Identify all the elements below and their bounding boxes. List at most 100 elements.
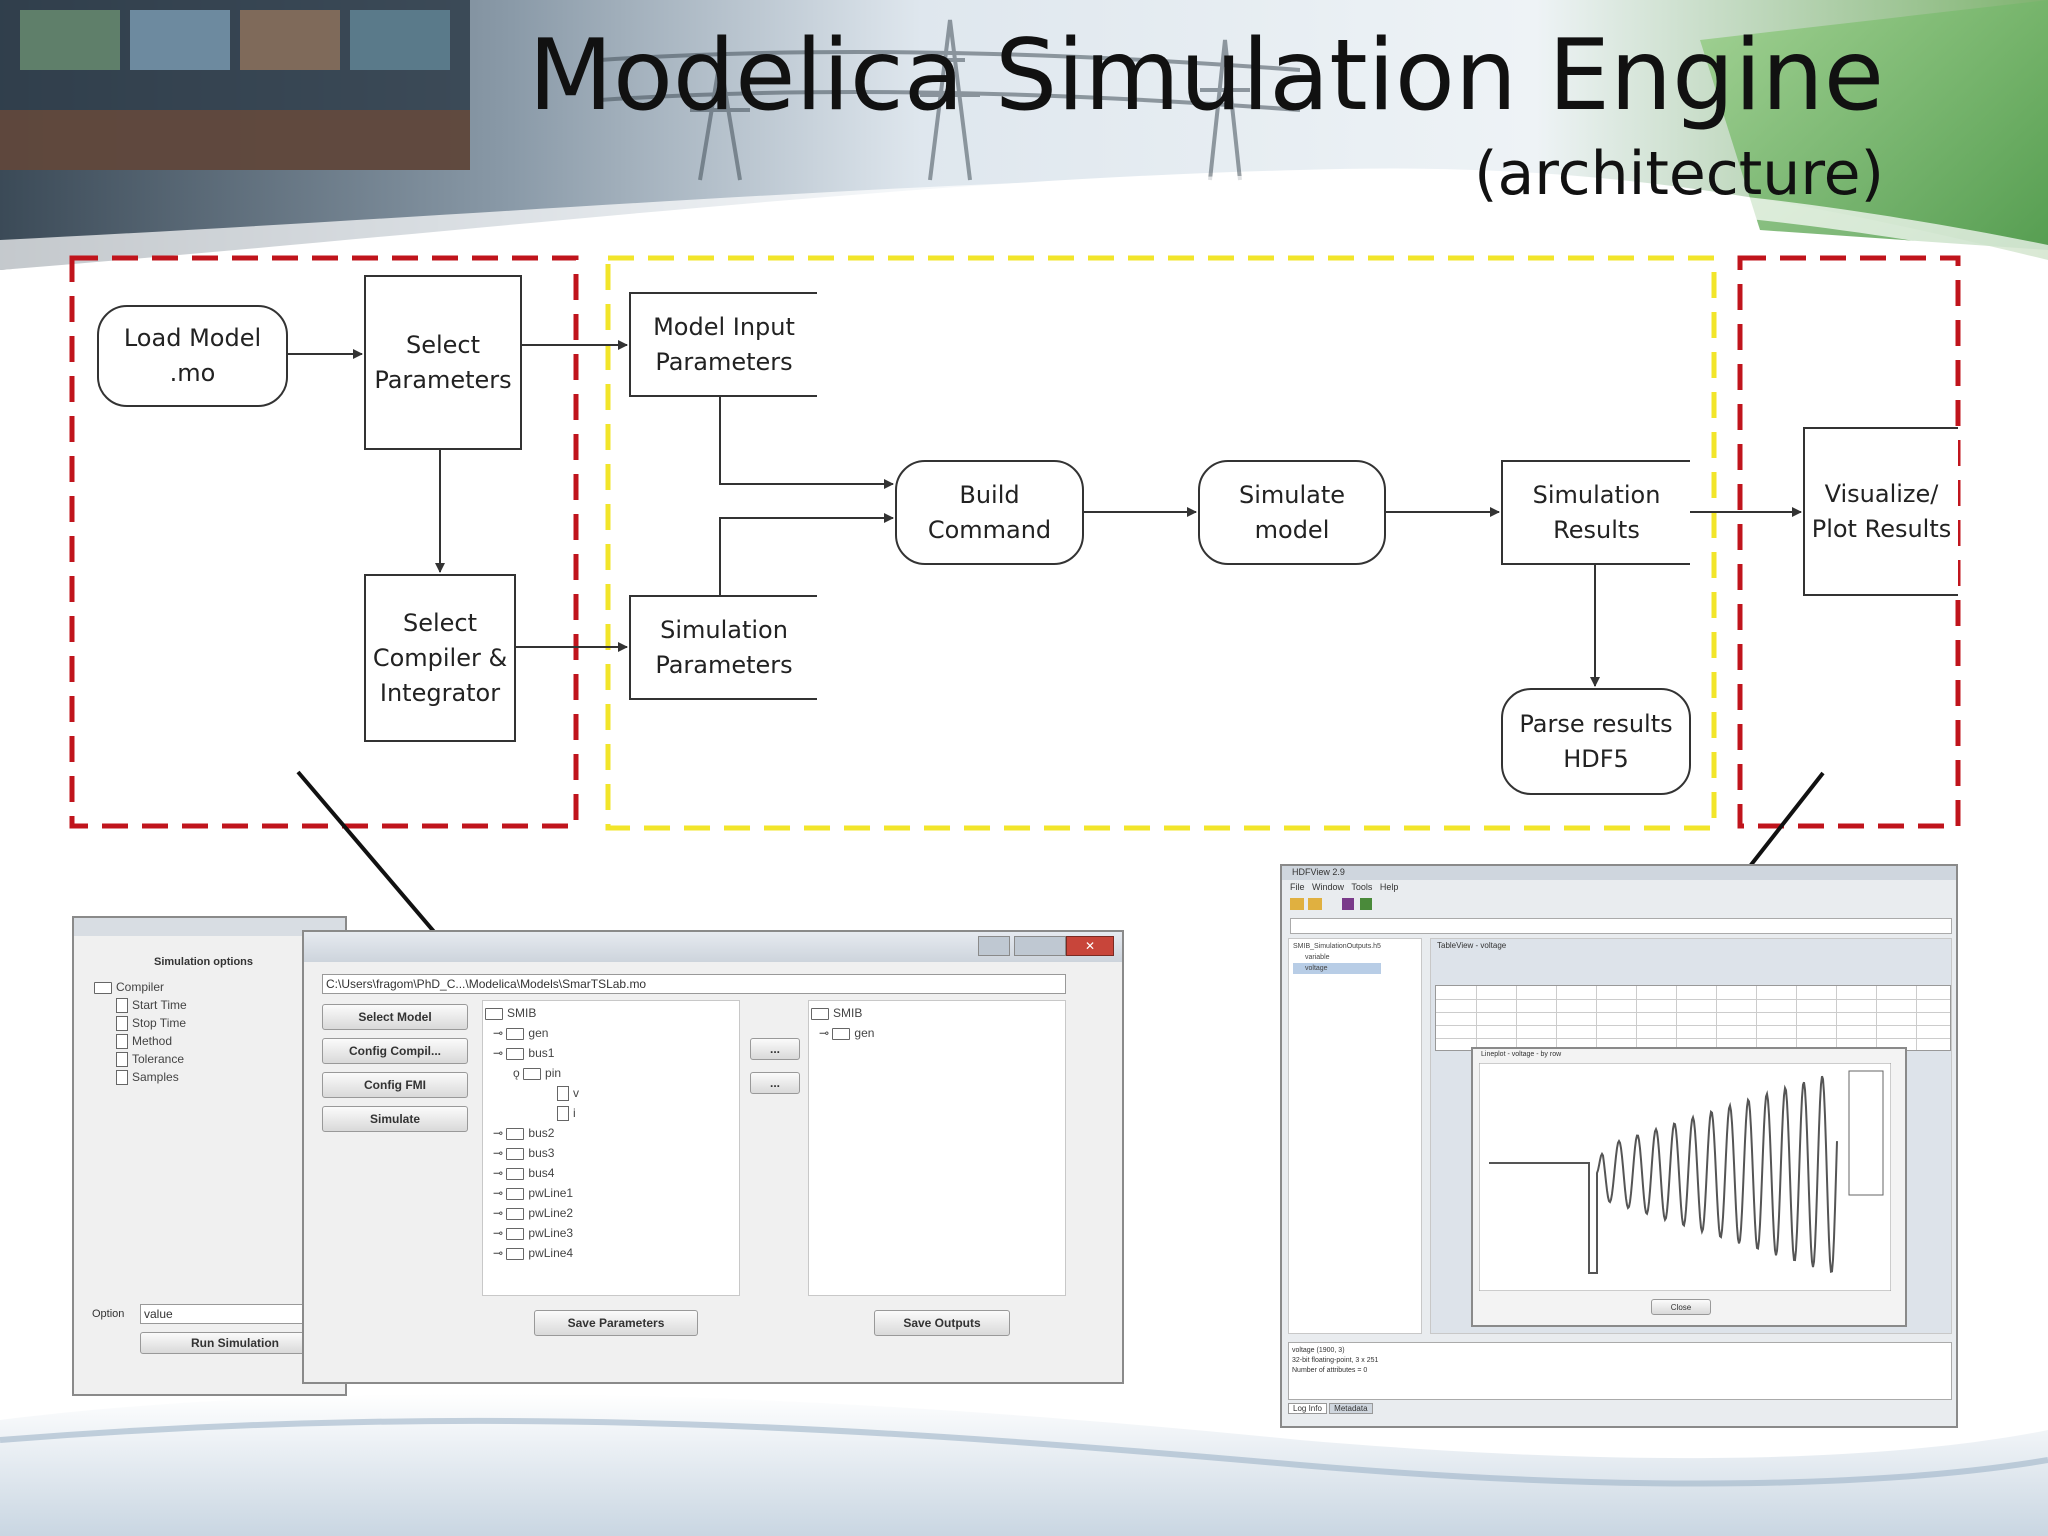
- status-line: 32-bit floating-point, 3 x 251: [1292, 1356, 1948, 1366]
- grid-row-line: [1436, 1012, 1950, 1013]
- hdf-tree-item[interactable]: variable: [1293, 952, 1381, 963]
- folder-icon: [506, 1028, 524, 1040]
- file-icon: [116, 1052, 128, 1067]
- folder-icon: [506, 1148, 524, 1160]
- model-path-field[interactable]: C:\Users\fragom\PhD_C...\Modelica\Models…: [322, 974, 1066, 994]
- tree-node[interactable]: ⊸ pwLine1: [485, 1183, 579, 1203]
- node-simulation-results: Simulation Results: [1501, 460, 1690, 565]
- save-parameters-button[interactable]: Save Parameters: [534, 1310, 698, 1336]
- tool-icon[interactable]: [1360, 898, 1372, 910]
- maximize-button[interactable]: [1014, 936, 1066, 956]
- folder-icon: [506, 1248, 524, 1260]
- tree-node[interactable]: ⊸ pwLine4: [485, 1243, 579, 1263]
- hdf-tree-root[interactable]: SMIB_SimulationOutputs.h5: [1293, 941, 1381, 952]
- tree-node[interactable]: ⊸ pwLine3: [485, 1223, 579, 1243]
- tree-leaf[interactable]: i: [485, 1103, 579, 1123]
- close-plot-button[interactable]: Close: [1651, 1299, 1711, 1315]
- tree-node[interactable]: ⊸ bus3: [485, 1143, 579, 1163]
- outputs-tree-pane: SMIB ⊸ gen: [808, 1000, 1066, 1296]
- model-window: ✕ C:\Users\fragom\PhD_C...\Modelica\Mode…: [302, 930, 1124, 1384]
- hdfview-tree-pane: SMIB_SimulationOutputs.h5 variable volta…: [1288, 938, 1422, 1334]
- folder-icon: [506, 1128, 524, 1140]
- lineplot-window: Lineplot - voltage - by row Close: [1471, 1047, 1907, 1327]
- options-tree-root[interactable]: Compiler: [94, 978, 187, 996]
- node-parse-results: Parse results HDF5: [1501, 688, 1691, 795]
- menu-help[interactable]: Help: [1380, 882, 1399, 892]
- grid-row-line: [1436, 1025, 1950, 1026]
- folder-icon: [832, 1028, 850, 1040]
- folder-icon: [506, 1228, 524, 1240]
- options-tree-item[interactable]: Method: [94, 1032, 187, 1050]
- folder-icon[interactable]: [1308, 898, 1322, 910]
- tree-leaf[interactable]: v: [485, 1083, 579, 1103]
- hdfview-status-pane: voltage (1900, 3) 32-bit floating-point,…: [1288, 1342, 1952, 1400]
- node-simulation-parameters: Simulation Parameters: [629, 595, 817, 700]
- grid-col-line: [1676, 986, 1677, 1050]
- file-icon: [116, 1070, 128, 1085]
- folder-icon: [506, 1188, 524, 1200]
- outputs-tree: SMIB ⊸ gen: [811, 1003, 874, 1043]
- select-model-button[interactable]: Select Model: [322, 1004, 468, 1030]
- parameters-tree-pane: SMIB ⊸ gen ⊸ bus1 ǫ pin v i ⊸ bus2 ⊸ bus…: [482, 1000, 740, 1296]
- config-compiler-button[interactable]: Config Compil...: [322, 1038, 468, 1064]
- options-tree-item[interactable]: Samples: [94, 1068, 187, 1086]
- folder-icon: [811, 1008, 829, 1020]
- node-build-command: Build Command: [895, 460, 1084, 565]
- status-line: voltage (1900, 3): [1292, 1346, 1948, 1356]
- tree-node[interactable]: ⊸ bus4: [485, 1163, 579, 1183]
- grid-col-line: [1476, 986, 1477, 1050]
- close-button[interactable]: ✕: [1066, 936, 1114, 956]
- data-grid[interactable]: [1435, 985, 1951, 1051]
- legend-box: [1849, 1071, 1883, 1195]
- tool-icon[interactable]: [1342, 898, 1354, 910]
- node-select-parameters: Select Parameters: [364, 275, 522, 450]
- node-simulate-model: Simulate model: [1198, 460, 1386, 565]
- grid-col-line: [1836, 986, 1837, 1050]
- menu-tools[interactable]: Tools: [1351, 882, 1372, 892]
- add-parameter-button[interactable]: ...: [750, 1038, 800, 1060]
- open-file-icon[interactable]: [1290, 898, 1304, 910]
- tree-node[interactable]: ǫ pin: [485, 1063, 579, 1083]
- config-fmi-button[interactable]: Config FMI: [322, 1072, 468, 1098]
- hdfview-tabs: Log Info Metadata: [1288, 1404, 1373, 1413]
- grid-col-line: [1636, 986, 1637, 1050]
- hdfview-window: HDFView 2.9 File Window Tools Help SMIB_…: [1280, 864, 1958, 1428]
- tree-node[interactable]: ⊸ bus1: [485, 1043, 579, 1063]
- hdf-tree-item[interactable]: voltage: [1293, 963, 1381, 974]
- hdfview-path-field[interactable]: [1290, 918, 1952, 934]
- tree-node[interactable]: ⊸ gen: [485, 1023, 579, 1043]
- tree-node-root[interactable]: SMIB: [811, 1003, 874, 1023]
- grid-row-line: [1436, 999, 1950, 1000]
- menu-file[interactable]: File: [1290, 882, 1305, 892]
- options-tree-item[interactable]: Stop Time: [94, 1014, 187, 1032]
- folder-icon: [506, 1168, 524, 1180]
- tree-node[interactable]: ⊸ bus2: [485, 1123, 579, 1143]
- status-line: Number of attributes = 0: [1292, 1366, 1948, 1376]
- menu-window[interactable]: Window: [1312, 882, 1344, 892]
- options-tree-item[interactable]: Tolerance: [94, 1050, 187, 1068]
- node-load-model: Load Model .mo: [97, 305, 288, 407]
- folder-icon: [485, 1008, 503, 1020]
- tree-node[interactable]: ⊸ gen: [811, 1023, 874, 1043]
- grid-col-line: [1796, 986, 1797, 1050]
- node-model-input-parameters: Model Input Parameters: [629, 292, 817, 397]
- grid-col-line: [1916, 986, 1917, 1050]
- options-title: Simulation options: [154, 956, 253, 968]
- tab-metadata[interactable]: Metadata: [1329, 1403, 1372, 1414]
- minimize-button[interactable]: [978, 936, 1010, 956]
- file-icon: [116, 998, 128, 1013]
- add-output-button[interactable]: ...: [750, 1072, 800, 1094]
- simulate-button[interactable]: Simulate: [322, 1106, 468, 1132]
- tree-node-root[interactable]: SMIB: [485, 1003, 579, 1023]
- node-select-compiler: Select Compiler & Integrator: [364, 574, 516, 742]
- tree-node[interactable]: ⊸ pwLine2: [485, 1203, 579, 1223]
- hdfview-menubar: File Window Tools Help: [1290, 882, 1398, 892]
- file-icon: [116, 1034, 128, 1049]
- grid-col-line: [1516, 986, 1517, 1050]
- grid-col-line: [1716, 986, 1717, 1050]
- options-tree: Compiler Start Time Stop Time Method Tol…: [94, 978, 187, 1086]
- tab-log-info[interactable]: Log Info: [1288, 1403, 1327, 1414]
- option-label: Option: [92, 1308, 124, 1320]
- save-outputs-button[interactable]: Save Outputs: [874, 1310, 1010, 1336]
- options-tree-item[interactable]: Start Time: [94, 996, 187, 1014]
